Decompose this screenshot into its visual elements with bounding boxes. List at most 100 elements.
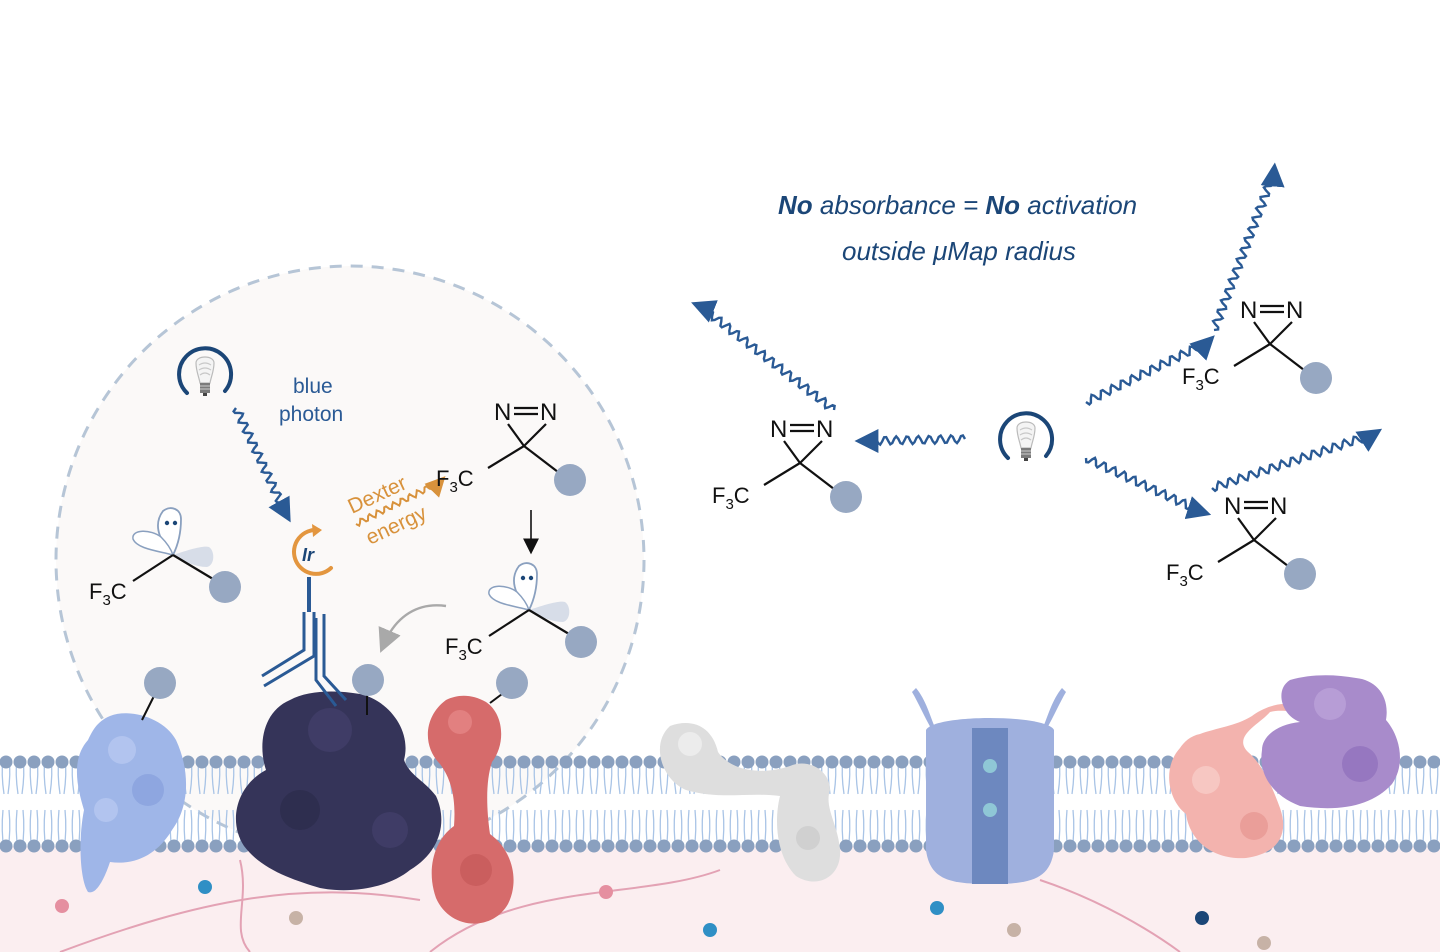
lipid-head: [615, 839, 629, 853]
lipid-head: [741, 839, 755, 853]
lipid-head: [1133, 839, 1147, 853]
ion-dot: [703, 923, 717, 937]
lipid-head: [517, 755, 531, 769]
lipid-head: [1077, 755, 1091, 769]
lipid-head: [1189, 839, 1203, 853]
lipid-head: [181, 839, 195, 853]
caption-text-2: activation: [1020, 190, 1138, 220]
lipid-head: [1357, 839, 1371, 853]
photon-label-2: photon: [279, 403, 343, 426]
antibody-icon: [261, 612, 348, 707]
lipid-head: [559, 755, 573, 769]
photon-wave-to-lower-right: [1084, 456, 1212, 520]
membrane-protein-light-blue: [76, 667, 187, 893]
lipid-head: [1147, 839, 1161, 853]
lipid-head: [685, 839, 699, 853]
lipid-head: [1105, 755, 1119, 769]
cytoskeleton-strand: [429, 869, 721, 952]
lipid-head: [867, 755, 881, 769]
lipid-head: [209, 839, 223, 853]
lipid-head: [573, 755, 587, 769]
lipid-head: [1063, 755, 1077, 769]
lipid-head: [41, 839, 55, 853]
membrane-protein-red: [427, 667, 528, 924]
lipid-head: [195, 839, 209, 853]
lipid-head: [1329, 839, 1343, 853]
lipid-head: [545, 755, 559, 769]
diazirine-icon: [710, 414, 864, 515]
lipid-head: [167, 839, 181, 853]
lipid-head: [1385, 839, 1399, 853]
cytoskeleton-strand: [1039, 879, 1181, 952]
lipid-head: [1343, 839, 1357, 853]
photon-wave-deflected-up-left: [691, 300, 836, 411]
lipid-head: [601, 839, 615, 853]
lipid-head: [419, 755, 433, 769]
lipid-head: [1161, 839, 1175, 853]
lipid-head: [657, 839, 671, 853]
membrane-protein-pink: [1169, 703, 1294, 859]
lipid-head: [643, 755, 657, 769]
lipid-head: [531, 755, 545, 769]
lipid-head: [1287, 839, 1301, 853]
lipid-head: [853, 839, 867, 853]
lipid-head: [811, 755, 825, 769]
lipid-head: [13, 755, 27, 769]
lipid-head: [895, 839, 909, 853]
lipid-head: [1427, 755, 1440, 769]
lipid-head: [1091, 755, 1105, 769]
lipid-head: [503, 839, 517, 853]
caption-bold-no-2: No: [985, 190, 1021, 220]
lipid-head: [839, 755, 853, 769]
membrane-protein-purple: [1261, 675, 1400, 809]
lipid-head: [1413, 755, 1427, 769]
lipid-head: [251, 755, 265, 769]
lipid-head: [909, 839, 923, 853]
lipid-head: [1063, 839, 1077, 853]
lipid-head: [1133, 755, 1147, 769]
caption-text-1: absorbance =: [812, 190, 986, 220]
lipid-head: [587, 839, 601, 853]
caption-bold-no-1: No: [778, 190, 813, 220]
lipid-head: [27, 755, 41, 769]
lipid-head: [1301, 839, 1315, 853]
lipid-head: [713, 839, 727, 853]
lipid-head: [825, 755, 839, 769]
lipid-head: [1147, 755, 1161, 769]
cytoskeleton-strand: [59, 891, 421, 952]
lipid-head: [55, 839, 69, 853]
lipid-head: [195, 755, 209, 769]
lipid-head: [1399, 755, 1413, 769]
ion-dot: [599, 885, 613, 899]
iridium-catalyst-icon: Ir: [292, 524, 333, 612]
photon-wave-to-left: [854, 429, 967, 453]
photon-wave-deflected-right: [1211, 428, 1383, 493]
lipid-head: [41, 755, 55, 769]
lipid-head: [867, 839, 881, 853]
lipid-head: [755, 755, 769, 769]
lipid-head: [405, 755, 419, 769]
lipid-head: [909, 755, 923, 769]
lipid-head: [545, 839, 559, 853]
ion-dot: [1195, 911, 1209, 925]
lipid-head: [755, 839, 769, 853]
lipid-head: [587, 755, 601, 769]
lipid-head: [1315, 839, 1329, 853]
lipid-head: [1427, 839, 1440, 853]
lipid-head: [0, 839, 13, 853]
cytoskeleton-strand: [239, 859, 251, 952]
ion-dot: [930, 901, 944, 915]
lipid-head: [573, 839, 587, 853]
lipid-head: [13, 839, 27, 853]
lipid-head: [1119, 755, 1133, 769]
lipid-head: [629, 755, 643, 769]
lipid-head: [699, 839, 713, 853]
ion-dot: [55, 899, 69, 913]
lipid-head: [881, 755, 895, 769]
labeling-arrow: [378, 604, 447, 653]
caption-line-1: No absorbance = No activation: [778, 190, 1137, 221]
lipid-head: [727, 839, 741, 853]
lipid-head: [615, 755, 629, 769]
